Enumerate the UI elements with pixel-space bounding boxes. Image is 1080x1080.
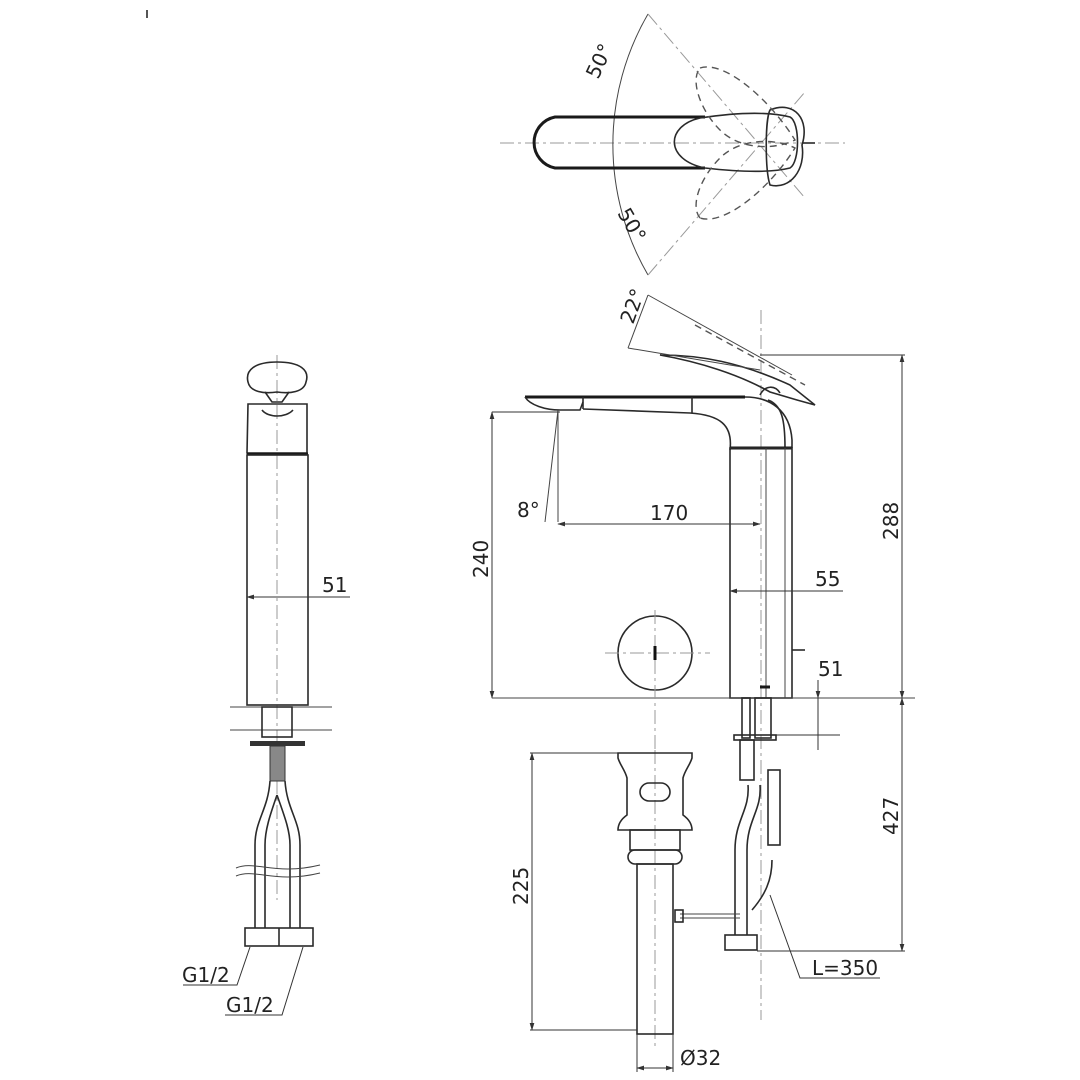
- below-deck-length-label: 427: [879, 797, 903, 835]
- rotation-angle-right-label: 50°: [613, 204, 652, 247]
- total-height-label: 288: [879, 502, 903, 540]
- pop-up-drain: 225 Ø32: [509, 750, 721, 1072]
- shank-length-label: 51: [818, 657, 843, 681]
- inlet-right-label: G1/2: [226, 993, 274, 1017]
- rotation-angle-left-label: 50°: [581, 40, 618, 82]
- side-view: 22° 8° 170 240 288 55 51: [469, 285, 915, 1020]
- hose-length-label: L=350: [812, 956, 878, 980]
- handle-lift-angle-label: 22°: [615, 285, 650, 327]
- inlet-left-label: G1/2: [182, 963, 230, 987]
- body-width-label: 55: [815, 567, 840, 591]
- spout-height-label: 240: [469, 540, 493, 578]
- drain-length-label: 225: [509, 867, 533, 905]
- drain-diameter-label: Ø32: [680, 1046, 721, 1070]
- body-diameter-label: 51: [322, 573, 347, 597]
- spout-reach-label: 170: [650, 501, 688, 525]
- top-view: 50° 50°: [500, 13, 845, 276]
- outlet-angle-label: 8°: [517, 498, 540, 522]
- front-view: 51 G1/2 G1/2: [182, 355, 350, 1017]
